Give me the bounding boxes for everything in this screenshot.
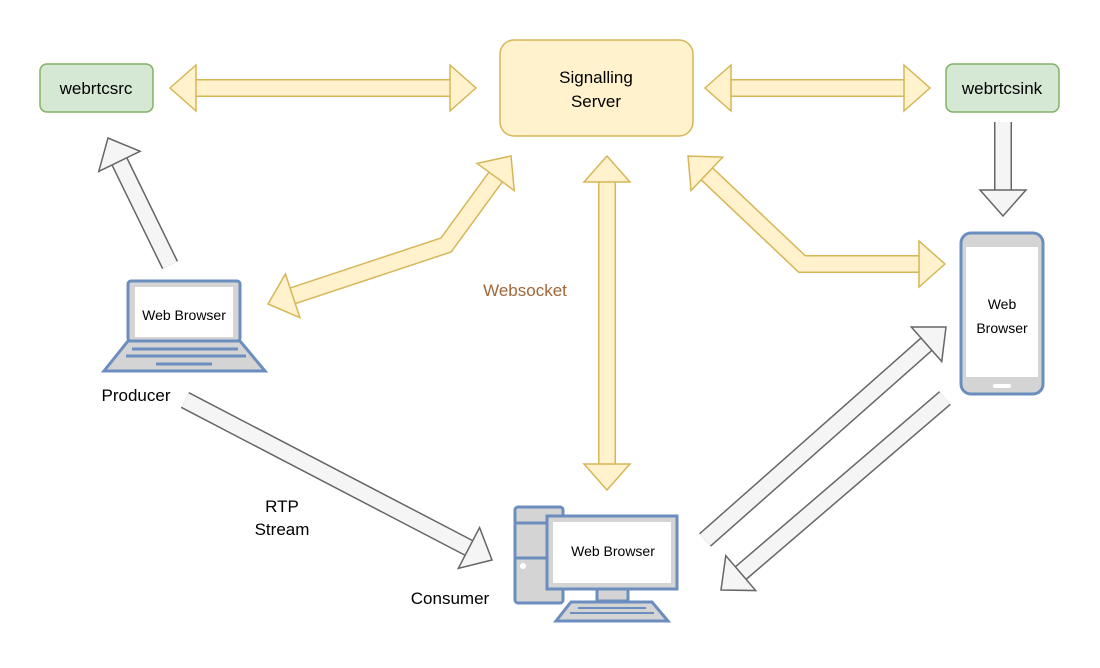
- phone-screen-label-1: Web: [988, 296, 1017, 312]
- arrows-layer: [97, 63, 1028, 592]
- producer-label: Producer: [102, 386, 171, 405]
- rtp-arrow-producer-to-consumer: [180, 392, 494, 570]
- media-arrow-phone-to-consumer: [720, 391, 951, 592]
- signal-arrow-consumer: [582, 154, 632, 492]
- websocket-label: Websocket: [483, 281, 567, 300]
- media-arrow-webrtcsink-to-phone: [978, 122, 1028, 218]
- rtp-label-1: RTP: [265, 497, 299, 516]
- webrtcsink-label: webrtcsink: [961, 79, 1043, 98]
- desktop-computer-icon: Web Browser: [513, 505, 679, 623]
- media-arrow-producer-to-webrtcsrc: [97, 136, 179, 269]
- signal-arrow-phone: [687, 155, 947, 289]
- desktop-screen-label: Web Browser: [571, 543, 655, 559]
- laptop-screen-label: Web Browser: [142, 307, 226, 323]
- laptop-icon: Web Browser: [100, 279, 269, 373]
- signal-arrow-webrtcsrc: [168, 63, 478, 113]
- webrtcsrc-label: webrtcsrc: [59, 79, 133, 98]
- phone-screen-label-2: Browser: [976, 320, 1028, 336]
- signalling-server-node: Signalling Server: [499, 39, 694, 137]
- smartphone-icon: Web Browser: [959, 231, 1045, 396]
- signal-arrow-producer: [266, 155, 516, 319]
- media-arrow-consumer-to-phone: [699, 326, 947, 547]
- signalling-label-2: Server: [571, 92, 621, 111]
- webrtcsink-node: webrtcsink: [945, 63, 1060, 113]
- rtp-label-2: Stream: [255, 520, 310, 539]
- consumer-label: Consumer: [411, 589, 490, 608]
- signalling-label-1: Signalling: [559, 68, 633, 87]
- webrtcsrc-node: webrtcsrc: [39, 63, 154, 113]
- signal-arrow-webrtcsink: [703, 63, 932, 113]
